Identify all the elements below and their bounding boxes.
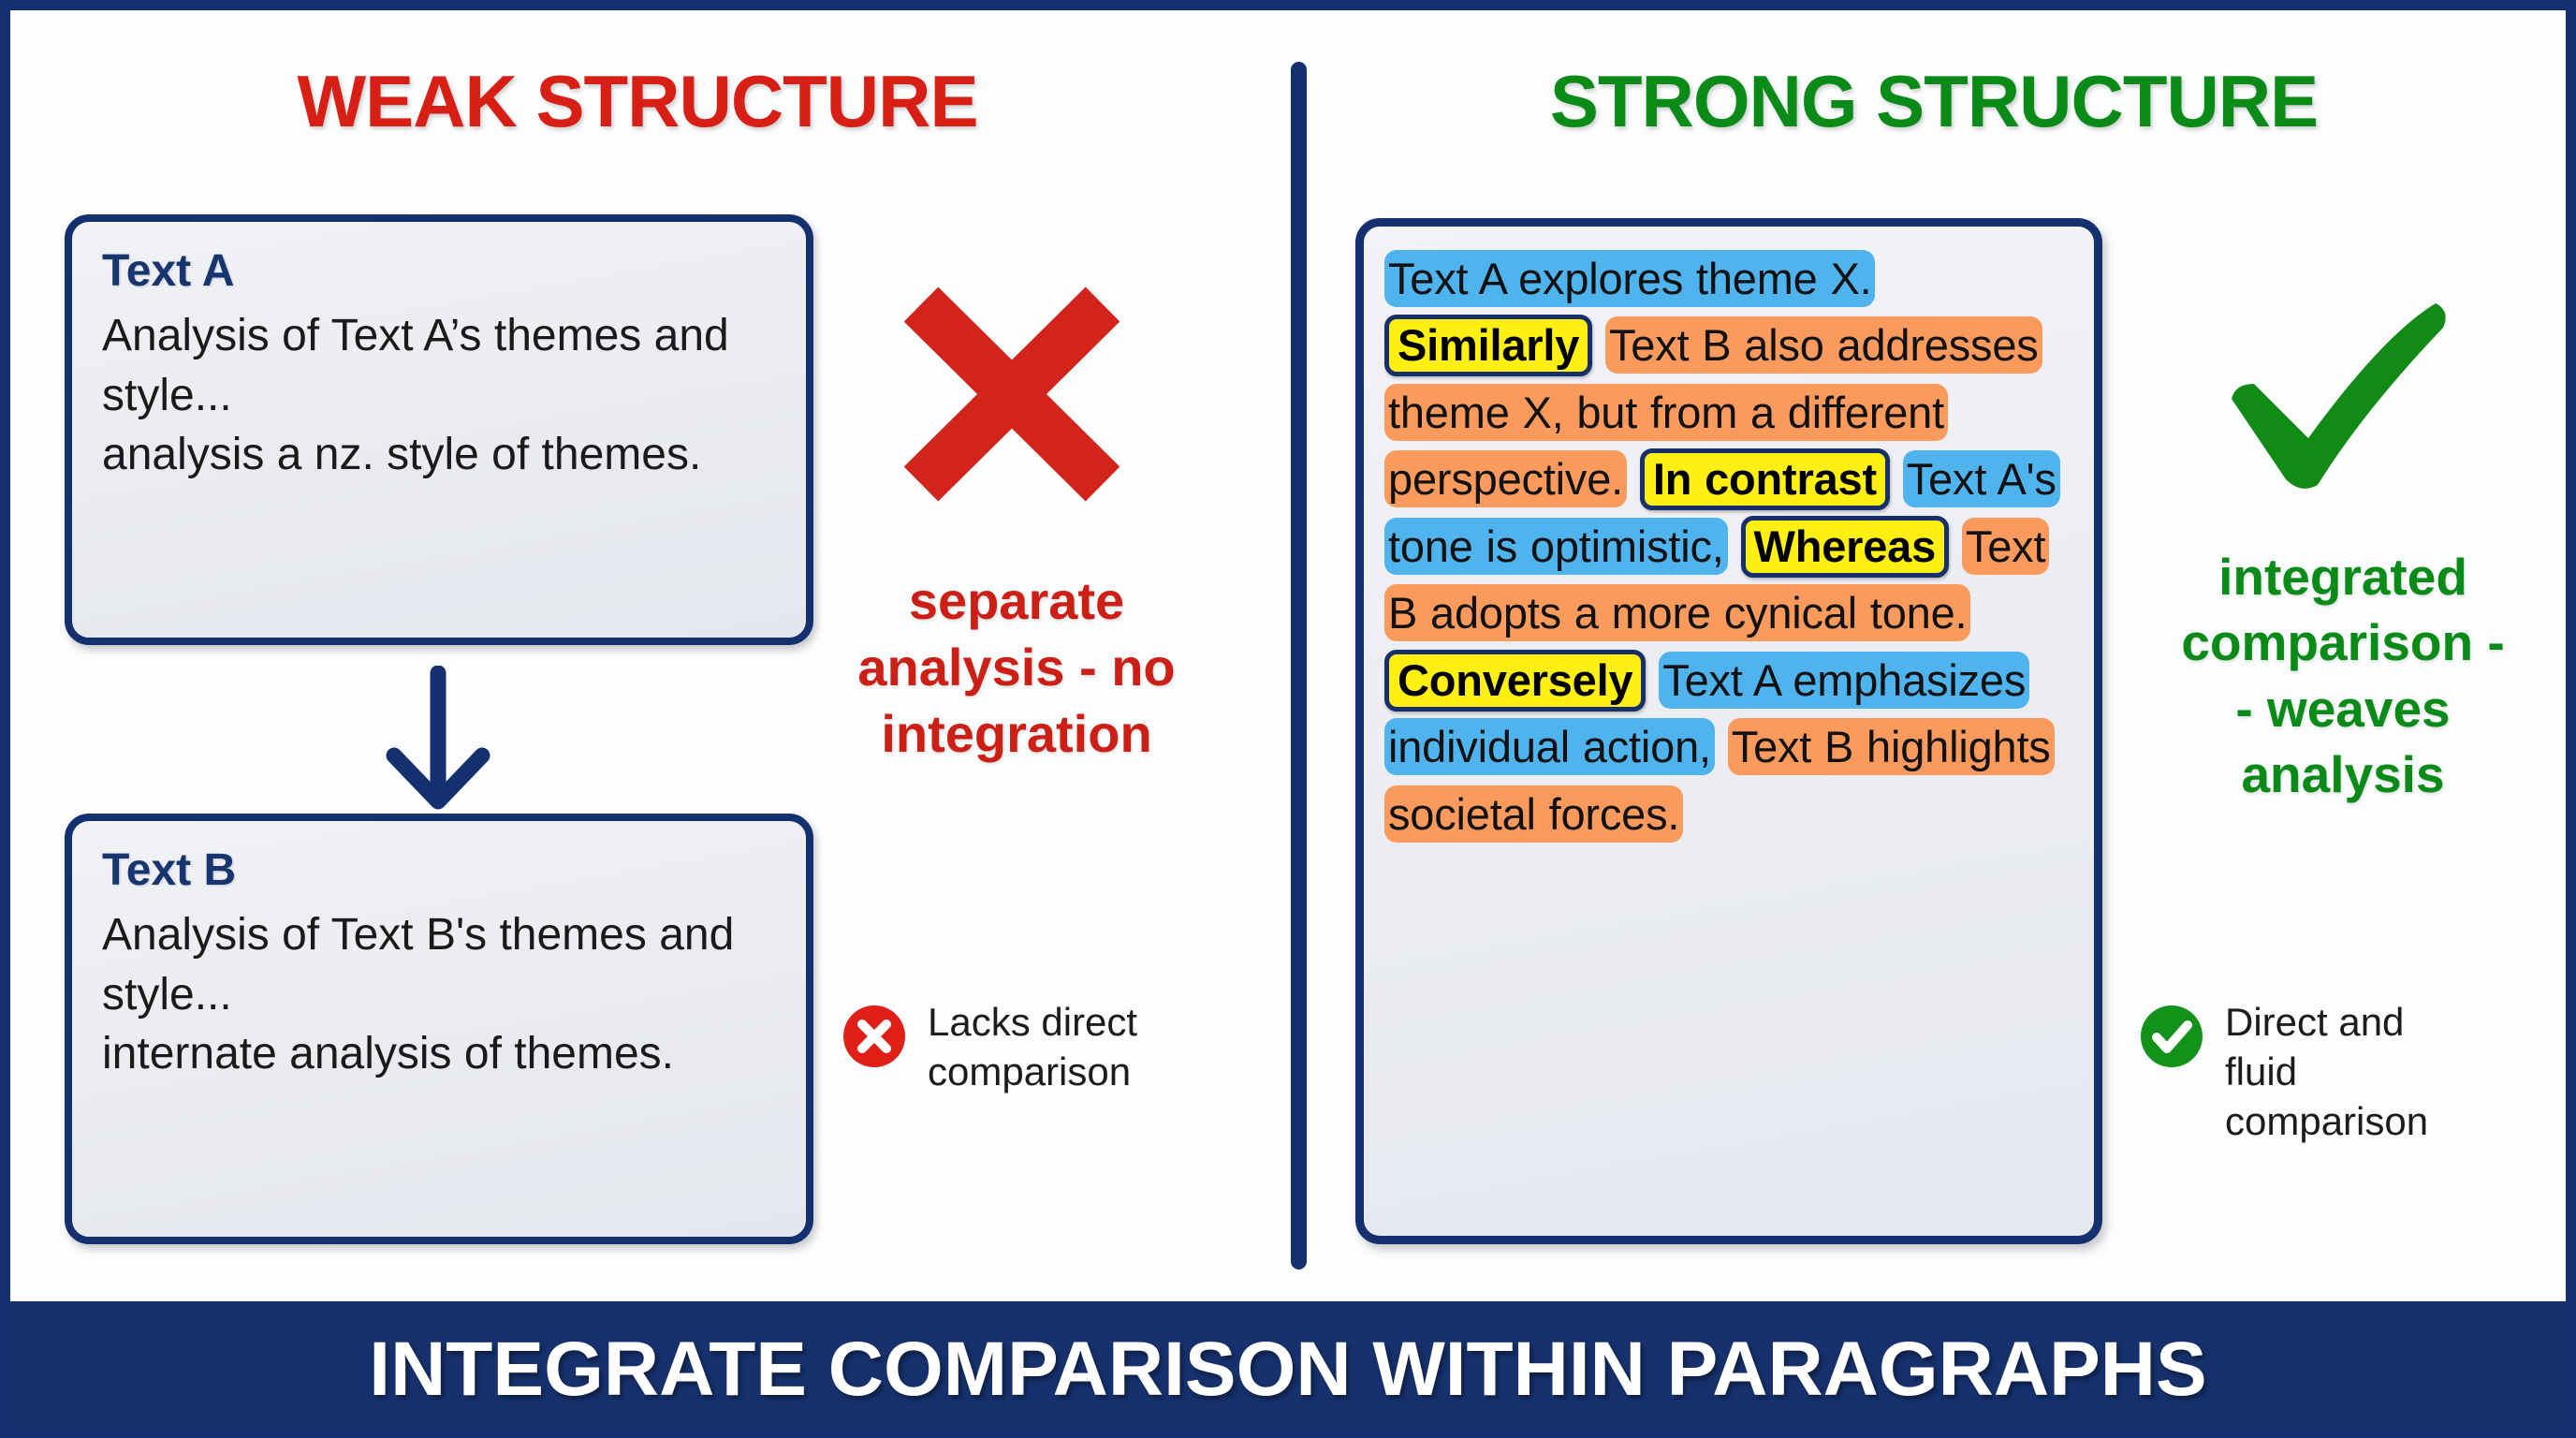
footer-title: INTEGRATE COMPARISON WITHIN PARAGRAPHS [369,1327,2207,1412]
strong-verdict-caption: integrated comparison - - weaves analysi… [2181,548,2505,804]
text-a-body: Analysis of Text A’s themes and style...… [102,310,729,480]
text-a-card: Text A Analysis of Text A’s themes and s… [65,214,813,645]
weak-structure-heading: WEAK STRUCTURE [297,60,979,142]
down-arrow-icon [377,665,499,815]
integrated-paragraph: Text A explores theme X. Similarly Text … [1384,245,2073,847]
transition-similarly: Similarly [1384,315,1593,377]
column-divider [1291,62,1307,1269]
footer-banner: INTEGRATE COMPARISON WITHIN PARAGRAPHS [10,1301,2566,1428]
strong-structure-card: Text A explores theme X. Similarly Text … [1355,218,2102,1244]
text-b-title: Text B [102,845,237,895]
transition-in-contrast: In contrast [1639,448,1890,511]
text-b-card: Text B Analysis of Text B's themes and s… [65,814,813,1244]
direct-comparison-badge: Direct and fluid comparison [2139,998,2551,1147]
red-x-icon [895,282,1129,506]
check-circle-icon [2139,1004,2204,1069]
text-a-title: Text A [102,246,235,296]
lacks-comparison-label: Lacks direct comparison [928,1000,1138,1093]
transition-whereas: Whereas [1740,515,1950,578]
text-b-body: Analysis of Text B's themes and style...… [102,909,735,1079]
strong-structure-heading: STRONG STRUCTURE [1549,60,2319,142]
weak-verdict-caption: separate analysis - no integration [857,571,1176,764]
green-check-icon [2215,286,2467,497]
transition-conversely: Conversely [1384,649,1647,712]
direct-comparison-label: Direct and fluid comparison [2225,1000,2429,1143]
x-circle-icon [842,1004,907,1069]
segment-blue-1: Text A explores theme X. [1384,250,1876,307]
lacks-comparison-badge: Lacks direct comparison [842,998,1235,1097]
